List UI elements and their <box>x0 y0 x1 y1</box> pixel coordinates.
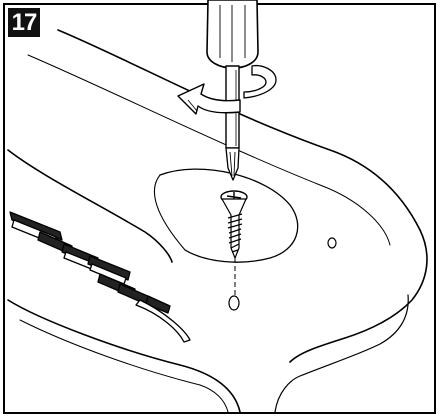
rotation-arrow-icon <box>177 64 277 115</box>
end-cap-hole <box>327 237 337 249</box>
roof-bar-lower-inner <box>19 319 229 413</box>
wood-screw <box>220 190 248 259</box>
roof-bar-lower-left <box>7 149 173 263</box>
screw-recess-outline <box>159 168 299 263</box>
vent-slots <box>9 211 191 343</box>
screwdriver-tip <box>225 147 240 181</box>
roof-bar-end-cap <box>289 229 428 363</box>
roof-bar-end-bottom <box>274 294 409 413</box>
screw-recess-left <box>153 174 186 251</box>
screwdriver <box>206 0 259 181</box>
roof-bar-top-edge <box>57 29 421 231</box>
screwdriver-handle <box>206 0 259 69</box>
roof-bar-lower-curve <box>7 299 241 413</box>
step-number-badge: 17 <box>8 8 40 37</box>
screw-shank <box>221 198 247 259</box>
roof-bar <box>7 29 428 413</box>
roof-bar-inner-top-line <box>27 54 391 246</box>
screw-hole <box>228 295 240 311</box>
